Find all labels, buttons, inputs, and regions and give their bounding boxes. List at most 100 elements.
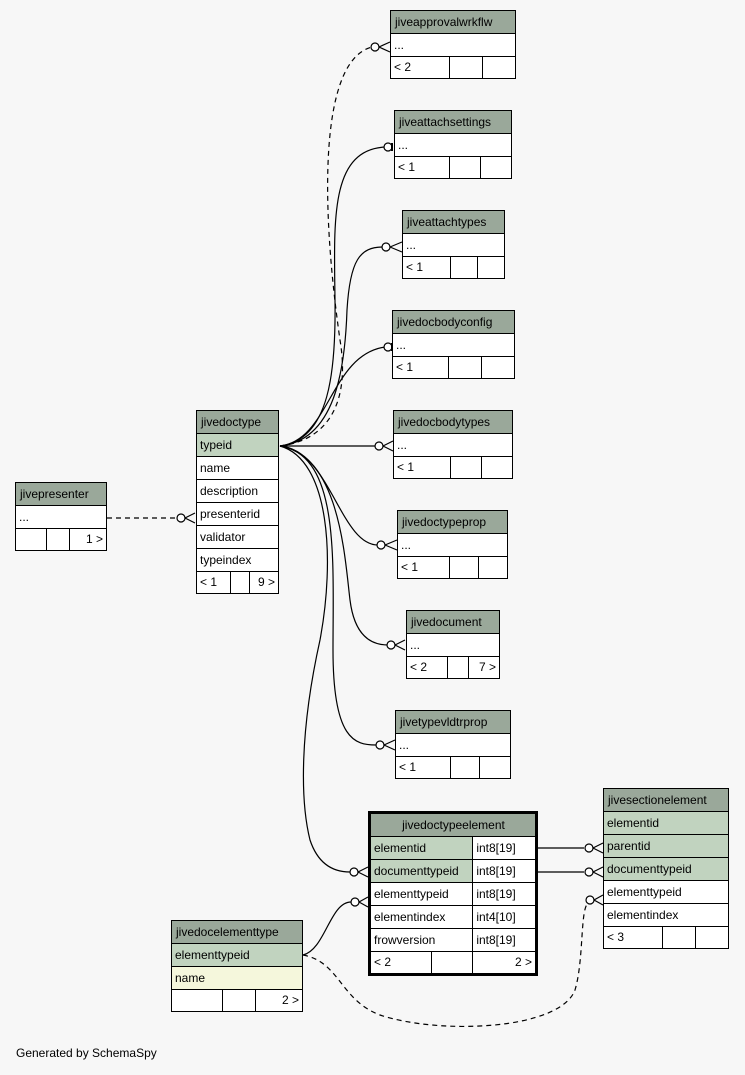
- child-count: [478, 556, 508, 579]
- crowfoot: [184, 512, 196, 524]
- table-title[interactable]: jivesectionelement: [603, 788, 729, 812]
- column-elementid[interactable]: elementid: [368, 836, 474, 860]
- table-jivedoctype[interactable]: jivedoctype typeid name description pres…: [196, 410, 279, 594]
- column-typeid[interactable]: typeid: [196, 433, 279, 457]
- table-title[interactable]: jivedoctypeprop: [397, 510, 508, 534]
- column-elementtypeid[interactable]: elementtypeid: [368, 882, 474, 906]
- column-elementindex[interactable]: elementindex: [368, 905, 474, 929]
- crowfoot: [592, 866, 604, 878]
- column-type: int8[19]: [472, 928, 537, 952]
- table-title[interactable]: jivedoctype: [196, 410, 279, 434]
- column-description[interactable]: description: [196, 479, 279, 503]
- child-count: 9 >: [249, 571, 279, 594]
- parent-count: < 1: [392, 356, 449, 379]
- column-name[interactable]: name: [196, 456, 279, 480]
- column-count: [449, 56, 483, 79]
- parent-count: [15, 528, 47, 551]
- crowfoot: [389, 241, 403, 253]
- table-jivedocbodyconfig[interactable]: jivedocbodyconfig ... < 1: [392, 310, 515, 379]
- table-jivedocument[interactable]: jivedocument ... < 2 7 >: [406, 610, 500, 679]
- column-count: [448, 356, 482, 379]
- child-count: 2 >: [472, 951, 537, 975]
- table-jivedoctypeprop[interactable]: jivedoctypeprop ... < 1: [397, 510, 508, 579]
- table-title[interactable]: jivedocbodyconfig: [392, 310, 515, 334]
- column-count: [450, 256, 478, 279]
- table-jiveattachsettings[interactable]: jiveattachsettings ... < 1: [394, 110, 512, 179]
- column-documenttypeid[interactable]: documenttypeid: [368, 859, 474, 883]
- table-column: ...: [390, 33, 516, 57]
- crowfoot: [394, 639, 406, 651]
- table-column: ...: [397, 533, 508, 557]
- table-title[interactable]: jivedocbodytypes: [393, 410, 513, 434]
- table-title[interactable]: jivedoctypeelement: [369, 812, 537, 837]
- table-jivedoctypeelement[interactable]: jivedoctypeelement elementid int8[19] do…: [368, 811, 538, 976]
- edge-jivedocument: [279, 445, 389, 646]
- edge-doctypeelement-documenttypeid: [279, 445, 351, 873]
- table-column: ...: [395, 733, 511, 757]
- edge-marker: [375, 740, 385, 750]
- column-elementindex[interactable]: elementindex: [603, 903, 729, 927]
- column-elementid[interactable]: elementid: [603, 811, 729, 835]
- child-count: [695, 926, 729, 949]
- column-validator[interactable]: validator: [196, 525, 279, 549]
- edge-marker: [370, 42, 380, 52]
- table-title[interactable]: jivetypevldtrprop: [395, 710, 511, 734]
- child-count: [477, 256, 505, 279]
- table-column: ...: [393, 433, 513, 457]
- crowfoot: [358, 896, 369, 908]
- table-title[interactable]: jiveattachsettings: [394, 110, 512, 134]
- table-jiveattachtypes[interactable]: jiveattachtypes ... < 1: [402, 210, 505, 279]
- edge-marker: [585, 895, 595, 905]
- table-title[interactable]: jivedocument: [406, 610, 500, 634]
- table-title[interactable]: jiveattachtypes: [402, 210, 505, 234]
- column-type: int8[19]: [472, 882, 537, 906]
- parent-count: < 1: [393, 456, 451, 479]
- column-parentid[interactable]: parentid: [603, 834, 729, 858]
- edge-marker: [386, 640, 396, 650]
- crowfoot: [382, 440, 394, 452]
- child-count: [479, 756, 511, 779]
- table-title[interactable]: jivepresenter: [15, 482, 107, 506]
- edge-marker: [584, 843, 594, 853]
- child-count: [480, 156, 512, 179]
- column-count: [450, 756, 480, 779]
- table-column: ...: [15, 505, 107, 529]
- table-title[interactable]: jivedocelementtype: [171, 920, 303, 944]
- parent-count: < 1: [395, 756, 451, 779]
- table-jivetypevldtrprop[interactable]: jivetypevldtrprop ... < 1: [395, 710, 511, 779]
- parent-count: < 2: [406, 656, 448, 679]
- column-documenttypeid[interactable]: documenttypeid: [603, 857, 729, 881]
- column-count: [447, 656, 469, 679]
- column-typeindex[interactable]: typeindex: [196, 548, 279, 572]
- edge-jivetypevldtrprop: [279, 445, 377, 746]
- table-jivesectionelement[interactable]: jivesectionelement elementid parentid do…: [603, 788, 729, 949]
- column-presenterid[interactable]: presenterid: [196, 502, 279, 526]
- child-count: 1 >: [69, 528, 107, 551]
- edge-marker: [376, 540, 386, 550]
- table-column: ...: [406, 633, 500, 657]
- edge-marker: [176, 513, 186, 523]
- crowfoot: [357, 866, 369, 878]
- table-title[interactable]: jiveapprovalwrkflw: [390, 10, 516, 34]
- parent-count: < 1: [397, 556, 450, 579]
- column-elementtypeid[interactable]: elementtypeid: [171, 943, 303, 967]
- table-column: ...: [392, 333, 515, 357]
- generated-by-footer: Generated by SchemaSpy: [16, 1046, 157, 1060]
- column-count: [230, 571, 250, 594]
- parent-count: < 1: [196, 571, 231, 594]
- crowfoot: [383, 739, 396, 751]
- column-frowversion[interactable]: frowversion: [368, 928, 474, 952]
- column-elementtypeid[interactable]: elementtypeid: [603, 880, 729, 904]
- edge-marker: [374, 441, 384, 451]
- table-jivedocelementtype[interactable]: jivedocelementtype elementtypeid name 2 …: [171, 920, 303, 1012]
- table-jivedocbodytypes[interactable]: jivedocbodytypes ... < 1: [393, 410, 513, 479]
- child-count: 2 >: [255, 989, 303, 1012]
- column-name[interactable]: name: [171, 966, 303, 990]
- table-jiveapprovalwrkflw[interactable]: jiveapprovalwrkflw ... < 2: [390, 10, 516, 79]
- edge-jiveapprovalwrkflw: [279, 46, 373, 447]
- parent-count: < 1: [394, 156, 450, 179]
- edge-marker: [383, 142, 393, 152]
- table-jivepresenter[interactable]: jivepresenter ... 1 >: [15, 482, 107, 551]
